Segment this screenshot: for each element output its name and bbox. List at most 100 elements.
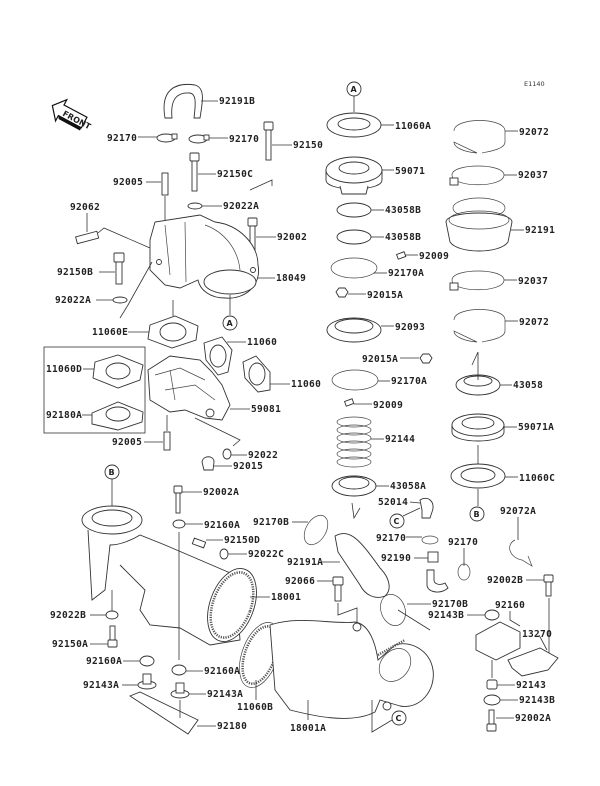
label-43058A: 43058A — [390, 481, 426, 492]
label-92150C: 92150C — [217, 169, 253, 180]
ring-43058B-1 — [336, 202, 372, 218]
washer-92022A-bottom — [112, 296, 128, 304]
label-92170-right: 92170 — [229, 134, 259, 145]
label-59071A: 59071A — [518, 422, 554, 433]
label-92150D: 92150D — [224, 535, 260, 546]
label-92160: 92160 — [495, 600, 525, 611]
kit-box — [43, 346, 146, 434]
label-92150B: 92150B — [57, 267, 93, 278]
seal-92093 — [326, 317, 382, 343]
pump-case-18001 — [81, 505, 257, 646]
label-92170-c1: 92170 — [376, 533, 406, 544]
gasket-92180A — [91, 401, 144, 431]
washer-92143B-bottom — [483, 694, 501, 706]
label-92015: 92015 — [233, 461, 263, 472]
clip-92072A — [509, 539, 533, 567]
washer-92143B-top — [484, 609, 500, 621]
washer-92022 — [222, 448, 232, 460]
label-92072-2: 92072 — [519, 317, 549, 328]
label-92180A: 92180A — [46, 410, 82, 421]
label-92170-left: 92170 — [107, 133, 137, 144]
ref-a-bottom — [222, 315, 238, 331]
bolt-92150C — [189, 152, 200, 192]
bushing-92160A-left — [139, 655, 155, 667]
label-92037-2: 92037 — [518, 276, 548, 287]
bracket-13270 — [507, 647, 559, 677]
ref-b-right-label: B — [474, 510, 480, 519]
label-92072-1: 92072 — [519, 127, 549, 138]
label-59071: 59071 — [395, 166, 425, 177]
housing-18049 — [149, 214, 259, 299]
ref-a-top-label: A — [351, 85, 358, 94]
label-92005-bottom: 92005 — [112, 437, 142, 448]
label-92022: 92022 — [248, 450, 278, 461]
ref-b-left-label: B — [109, 468, 115, 477]
cap-nut-92015 — [201, 456, 215, 471]
clamp-92037-1 — [449, 165, 505, 186]
label-92150: 92150 — [293, 140, 323, 151]
clamp-92170-left — [156, 133, 178, 143]
label-92191B: 92191B — [219, 96, 255, 107]
label-92180: 92180 — [217, 721, 247, 732]
label-92002B: 92002B — [487, 575, 523, 586]
hose-92191A — [334, 533, 390, 598]
gasket-11060-1 — [203, 336, 233, 376]
bushing-92160A-right — [171, 664, 187, 676]
ref-a-bottom-label: A — [227, 319, 234, 328]
bearing-59071 — [325, 156, 383, 195]
spring-92144 — [336, 416, 372, 468]
label-92143: 92143 — [516, 680, 546, 691]
band-92072-1 — [453, 120, 506, 154]
label-92009-1: 92009 — [419, 251, 449, 262]
bolt-92002A-top — [173, 485, 183, 514]
label-92093: 92093 — [395, 322, 425, 333]
band-92072-2 — [453, 309, 506, 343]
bolt-92002B — [543, 574, 554, 597]
label-92170-c2: 92170 — [448, 537, 478, 548]
grommet-92143A-right — [170, 682, 190, 699]
label-43058B-1: 43058B — [385, 205, 421, 216]
label-92022C: 92022C — [248, 549, 284, 560]
label-92037-1: 92037 — [518, 170, 548, 181]
label-92022B: 92022B — [50, 610, 86, 621]
bearing-59071A — [451, 413, 505, 442]
label-92160A-left: 92160A — [86, 656, 122, 667]
label-92160A-top: 92160A — [204, 520, 240, 531]
bolt-92150D — [191, 537, 207, 549]
label-92002A-bottom: 92002A — [515, 713, 551, 724]
hose-92191B — [163, 83, 203, 119]
label-92144: 92144 — [385, 434, 415, 445]
clamp-92170B-bottom — [380, 594, 406, 626]
label-92170B-top: 92170B — [253, 517, 289, 528]
band-92170A-1 — [330, 257, 378, 279]
label-92170B-bottom: 92170B — [432, 599, 468, 610]
label-92072A: 92072A — [500, 506, 536, 517]
ref-c-top-label: C — [394, 517, 400, 526]
ring-43058A — [331, 475, 377, 497]
label-92150A: 92150A — [52, 639, 88, 650]
clamp-92037-2 — [449, 270, 505, 291]
label-11060B: 11060B — [237, 702, 273, 713]
label-18001: 18001 — [271, 592, 301, 603]
elbow-52014 — [419, 497, 434, 519]
label-92170A-1: 92170A — [388, 268, 424, 279]
label-92143B-bottom: 92143B — [519, 695, 555, 706]
ref-b-right — [469, 506, 485, 522]
label-92143A-left: 92143A — [83, 680, 119, 691]
nipple-92005-bottom — [163, 431, 171, 451]
label-92015A-1: 92015A — [367, 290, 403, 301]
gasket-11060E — [147, 315, 199, 349]
gasket-11060-2 — [242, 355, 271, 393]
ref-c-bottom-glyph: C — [396, 714, 402, 723]
bolt-92002A-bottom — [486, 709, 497, 732]
nut-92015A-2 — [419, 353, 433, 364]
plate-11060C — [450, 463, 506, 489]
pump-outlet-18001A — [239, 620, 434, 719]
label-92191A: 92191A — [287, 557, 323, 568]
mount-block-92160 — [475, 621, 521, 661]
label-92002A-top: 92002A — [203, 487, 239, 498]
label-18001A: 18001A — [290, 723, 326, 734]
label-11060-2: 11060 — [291, 379, 321, 390]
label-43058: 43058 — [513, 380, 543, 391]
